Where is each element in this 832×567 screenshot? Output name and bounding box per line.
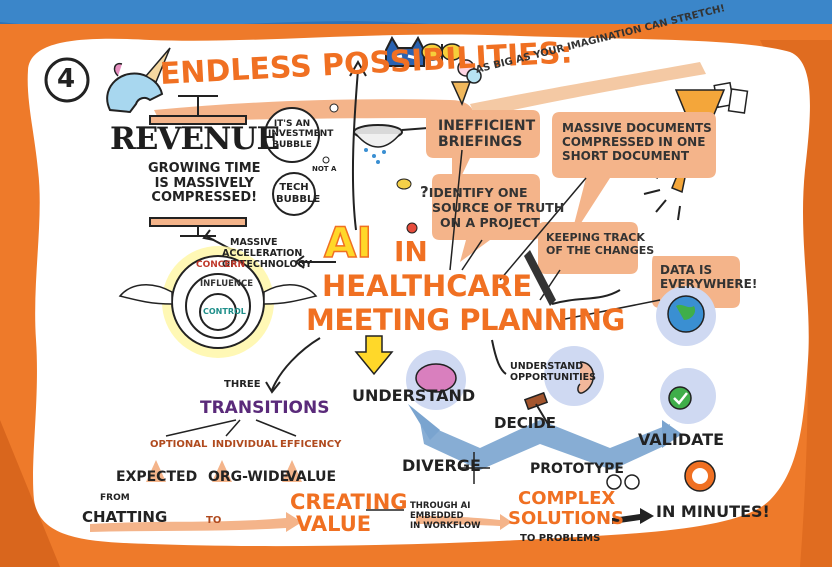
diverge-arrows-icon — [458, 452, 490, 484]
butterfly-icon — [421, 43, 463, 64]
pen-icon — [524, 250, 621, 306]
flow-to: TO — [206, 515, 222, 526]
documents-text: MASSIVE DOCUMENTS COMPRESSED IN ONE SHOR… — [562, 121, 712, 163]
arrow-up — [351, 69, 359, 231]
transition-to-2: ORG-WIDE — [208, 469, 290, 485]
title-in: IN — [394, 235, 428, 268]
arrow-efficency — [282, 460, 302, 482]
flow-complex: COMPLEX — [518, 488, 616, 509]
transition-from-1: OPTIONAL — [150, 439, 208, 450]
wings-icon — [118, 284, 318, 305]
tracking-text: KEEPING TRACK OF THE CHANGES — [546, 231, 655, 257]
sieve-icon — [353, 124, 429, 164]
flow-from: FROM — [100, 493, 130, 503]
arrow-individual — [212, 460, 232, 482]
ear-circle — [544, 346, 604, 406]
validate-label: VALIDATE — [638, 430, 725, 449]
transition-to-3: VALUE — [286, 469, 337, 485]
title-ai: AI — [323, 218, 373, 267]
transition-from-3: EFFICENCY — [280, 439, 342, 450]
flow-through: THROUGH AI EMBEDDED IN WORKFLOW — [410, 501, 481, 531]
flow-arrow-2 — [416, 514, 512, 530]
briefings-text: INEFFICIENT BRIEFINGS — [438, 118, 536, 151]
three-label: THREE — [224, 379, 261, 390]
ear-icon — [577, 361, 594, 394]
arrow-down-left — [271, 337, 321, 391]
flow-arrow-1 — [90, 512, 302, 532]
documents-bubble — [552, 112, 716, 240]
investment-bubble-circle — [264, 107, 320, 163]
control-label: CONTROL — [203, 307, 246, 316]
prototype-label: PROTOTYPE — [530, 461, 624, 477]
tech-bubble-text: TECH BUBBLE — [276, 182, 321, 205]
investment-bubble-text: IT'S AN INVESTMENT BUBBLE — [268, 119, 334, 150]
control-circle — [199, 293, 237, 331]
influence-label: INFLUENCE — [200, 279, 254, 289]
title-healthcare: HEALTHCARE — [322, 269, 533, 303]
tech-bubble-circle — [272, 172, 316, 216]
yellow-arrow — [354, 335, 394, 376]
process-arrow — [420, 420, 670, 470]
understand-label: UNDERSTAND — [352, 386, 476, 405]
revenue-note: GROWING TIME IS MASSIVELY COMPRESSED! — [148, 161, 261, 206]
truth-text: ?IDENTIFY ONE SOURCE OF TRUTH ON A PROJE… — [420, 183, 565, 230]
acceleration-text: MASSIVE ACCELERATION OF TECHNOLOGY — [222, 237, 313, 270]
arrow-optional — [146, 460, 166, 482]
fruit-icon — [396, 178, 418, 234]
diverge-label: DIVERGE — [402, 456, 481, 475]
decide-label: DECIDE — [494, 414, 556, 432]
concern-label: CONCERN — [196, 260, 246, 270]
flow-chatting: CHATTING — [82, 508, 168, 526]
tracking-bubble — [538, 222, 638, 274]
data-text: DATA IS EVERYWHERE! — [660, 263, 758, 291]
prototype-sketch-icon — [606, 474, 640, 490]
flow-minutes: IN MINUTES! — [656, 502, 770, 521]
batman-mask-icon — [385, 35, 425, 67]
ice-cream-icon — [450, 59, 482, 106]
transition-from-2: INDIVIDUAL — [212, 439, 278, 450]
opportunities-label: UNDERSTAND OPPORTUNITIES — [510, 361, 596, 383]
check-icon — [668, 386, 692, 410]
revenue-word: REVENUE — [110, 121, 280, 157]
transitions-title: TRANSITIONS — [200, 398, 330, 418]
flow-value: VALUE — [296, 512, 372, 536]
number-circle — [44, 57, 90, 103]
section-number: 4 — [57, 64, 76, 94]
flow-creating: CREATING — [290, 490, 408, 514]
unicorn-icon — [106, 47, 171, 114]
flow-solutions: SOLUTIONS — [508, 508, 625, 529]
transition-to-1: EXPECTED — [116, 469, 198, 485]
vise-icon — [149, 95, 247, 237]
gavel-icon — [523, 391, 549, 425]
not-a-label: NOT A — [312, 165, 337, 173]
flow-to-problems: TO PROBLEMS — [520, 533, 601, 544]
truth-bubble — [432, 174, 540, 262]
brain-icon — [415, 363, 457, 393]
flow-arrow-3 — [612, 508, 654, 524]
title-meeting-planning: MEETING PLANNING — [306, 303, 625, 337]
